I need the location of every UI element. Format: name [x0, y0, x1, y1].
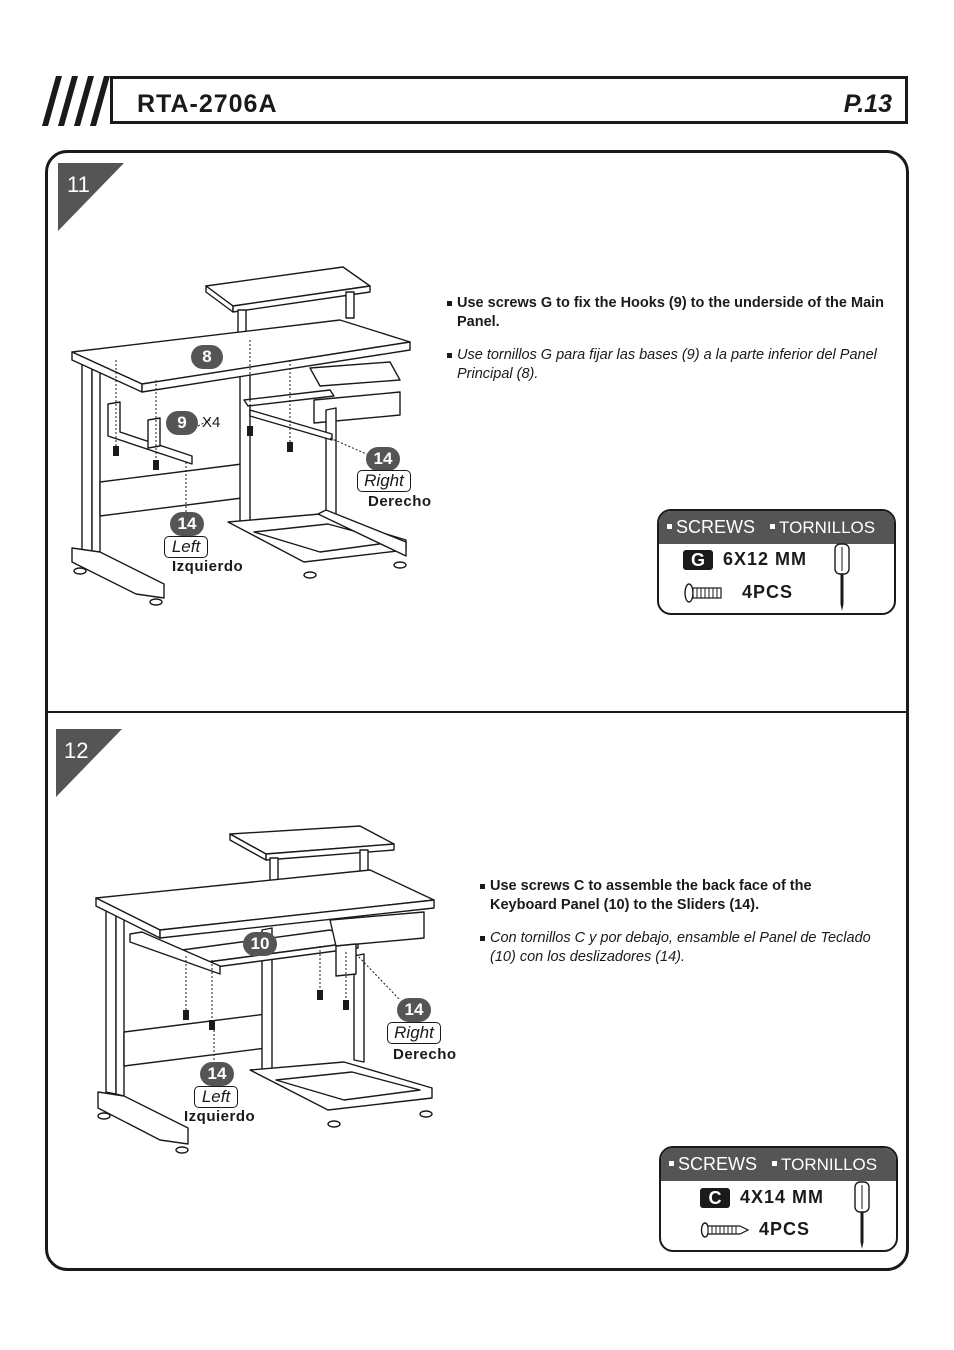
- step-number-corner-icon: [56, 729, 122, 797]
- keyboard-panel-callout: 10: [243, 932, 277, 956]
- slider-right-callout: 14: [366, 447, 400, 471]
- hooks-callout: 9: [166, 411, 198, 435]
- desk-diagram-step-11: [71, 266, 411, 606]
- screws-title-es: TORNILLOS: [779, 518, 876, 537]
- screw-icon: [684, 583, 722, 603]
- step-divider: [47, 711, 907, 713]
- screw-icon: [700, 1222, 750, 1238]
- desk-diagram-step-12: [95, 825, 435, 1154]
- screws-header: SCREWS TORNILLOS: [661, 1148, 896, 1181]
- step-number-corner-icon: [58, 163, 124, 231]
- screws-title-en: SCREWS: [676, 517, 756, 537]
- model-title: RTA-2706A: [137, 90, 278, 118]
- page-number: P.13: [843, 90, 892, 118]
- step-11: 11: [58, 163, 896, 615]
- slider-right-callout: 14: [397, 998, 431, 1022]
- izquierdo-label: Izquierdo: [172, 558, 244, 575]
- hooks-quantity: X4: [202, 414, 221, 431]
- steps-frame: [45, 150, 909, 1271]
- right-label: Right: [357, 470, 411, 492]
- right-label: Right: [387, 1022, 441, 1044]
- left-label: Left: [194, 1086, 238, 1108]
- derecho-label: Derecho: [393, 1046, 457, 1063]
- screw-quantity: 4PCS: [742, 582, 794, 602]
- screw-letter-badge: C: [700, 1188, 730, 1208]
- instructions-step-12: Use screws C to assemble the back face o…: [480, 877, 880, 967]
- screw-size: 4X14 MM: [740, 1187, 825, 1207]
- step-number: 12: [64, 738, 89, 763]
- screw-size: 6X12 MM: [723, 549, 808, 569]
- instruction-spanish: Con tornillos C y por debajo, ensamble e…: [480, 929, 880, 967]
- screws-header: SCREWS TORNILLOS: [659, 511, 894, 544]
- izquierdo-label: Izquierdo: [184, 1108, 256, 1125]
- screwdriver-icon: [854, 1181, 870, 1249]
- instruction-english: Use screws C to assemble the back face o…: [480, 877, 880, 915]
- step-number: 11: [67, 172, 90, 197]
- screw-quantity: 4PCS: [759, 1219, 811, 1239]
- slider-left-callout: 14: [200, 1062, 234, 1086]
- screws-title-en: SCREWS: [678, 1154, 758, 1174]
- instruction-english: Use screws G to fix the Hooks (9) to the…: [447, 294, 887, 332]
- screws-box-step-11: SCREWS TORNILLOS: [657, 509, 896, 615]
- left-label: Left: [164, 536, 208, 558]
- instruction-spanish: Use tornillos G para fijar las bases (9)…: [447, 346, 887, 384]
- screw-letter-badge: G: [683, 550, 713, 570]
- derecho-label: Derecho: [368, 493, 432, 510]
- screws-title-es: TORNILLOS: [781, 1155, 878, 1174]
- slider-left-callout: 14: [170, 512, 204, 536]
- header-stripes-icon: [42, 76, 110, 126]
- screwdriver-icon: [834, 543, 850, 611]
- header-bar: [110, 76, 908, 124]
- main-panel-callout: 8: [191, 345, 223, 369]
- instructions-step-11: Use screws G to fix the Hooks (9) to the…: [447, 294, 887, 384]
